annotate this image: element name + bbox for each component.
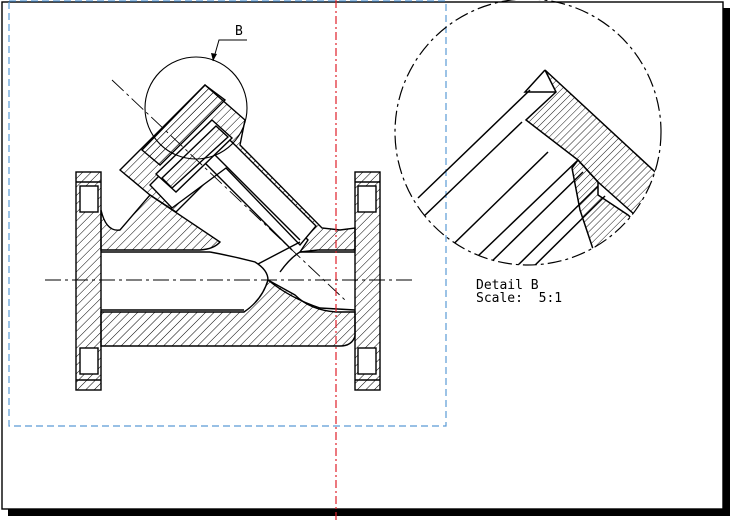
callout-letter: B: [235, 24, 243, 39]
strainer-section-view[interactable]: [45, 79, 412, 391]
right-flange: [354, 171, 381, 391]
end-cap: [140, 84, 234, 193]
strainer-screen: [201, 151, 301, 265]
pipe-bore: [101, 251, 356, 311]
left-flange: [75, 171, 102, 391]
view-boundary[interactable]: [8, 0, 447, 427]
detail-title: Detail B: [476, 278, 539, 293]
detail-callout[interactable]: B: [144, 24, 248, 160]
upper-body-wall: [100, 194, 222, 251]
detail-scale: Scale: 5:1: [476, 291, 562, 306]
detail-cap-outline: [523, 69, 556, 93]
